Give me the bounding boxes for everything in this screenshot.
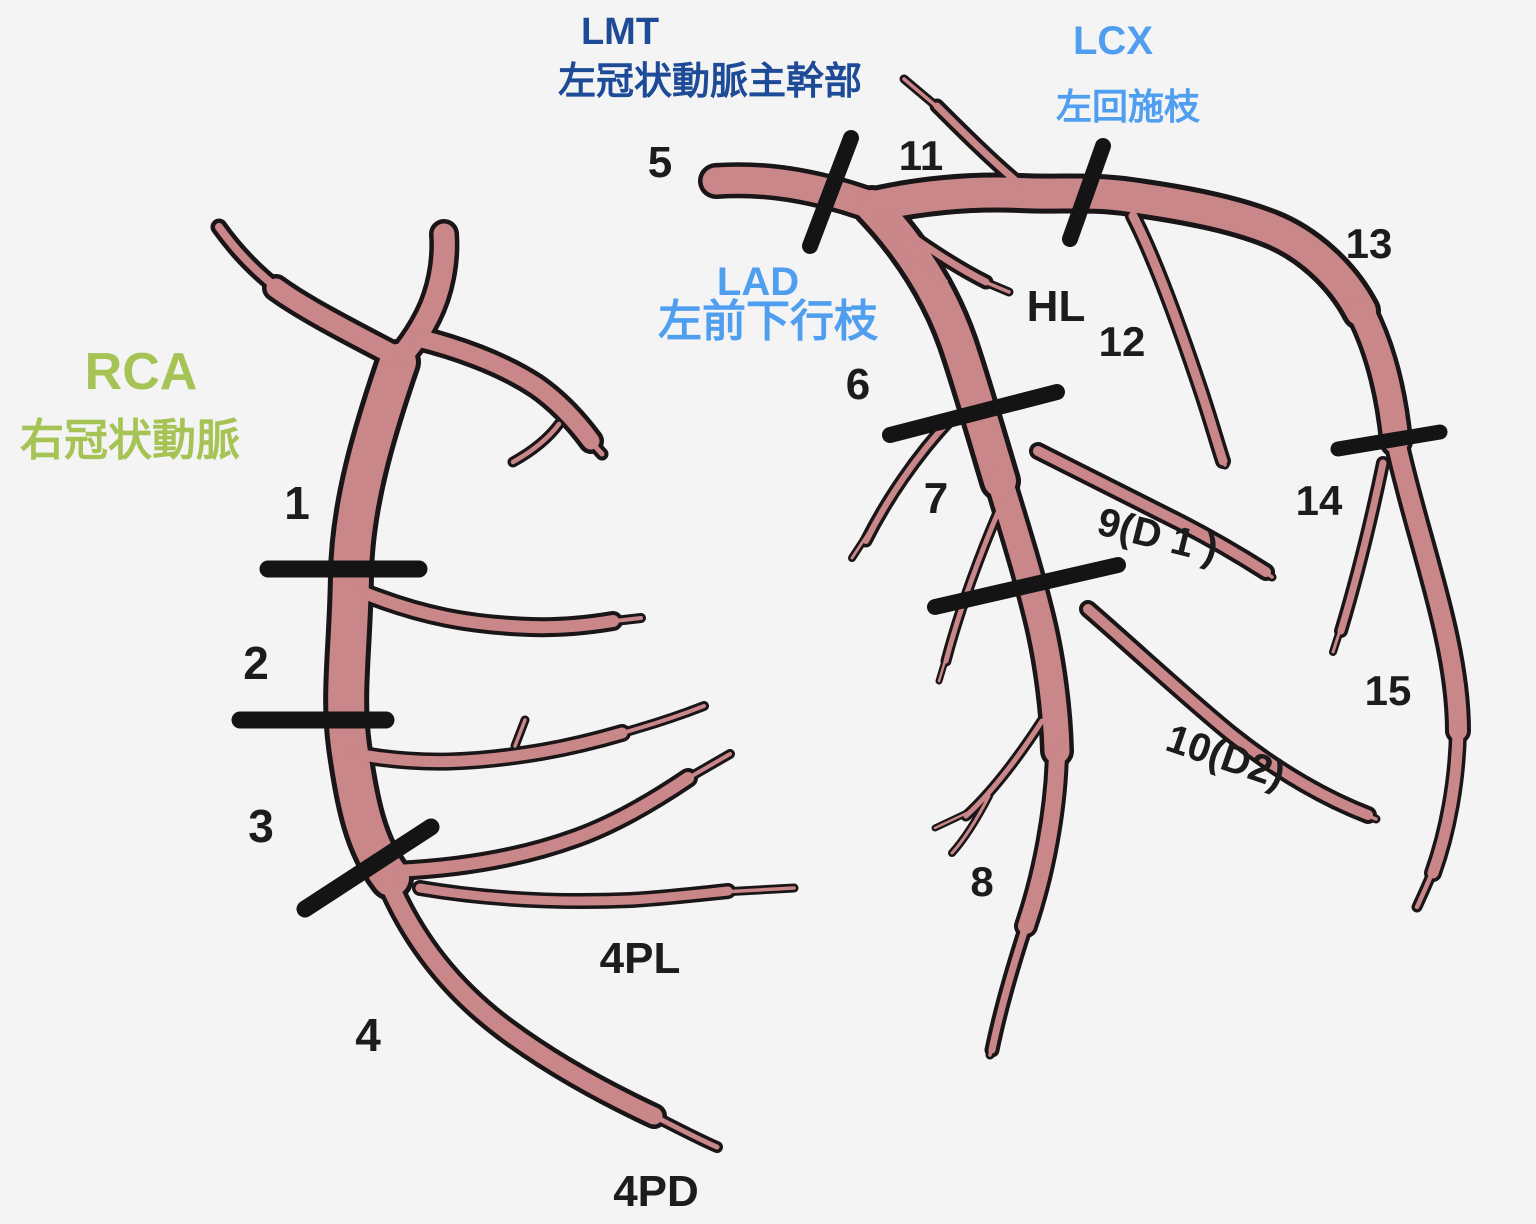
rca-sa-branch-fill <box>409 329 600 450</box>
pl14-prong-tip-fill <box>1331 619 1345 654</box>
lad-abbr-label: LAD <box>717 260 799 304</box>
lmt-abbr-label: LMT <box>581 11 659 53</box>
segment-7-label: 7 <box>924 474 948 523</box>
septal2-tip-fill <box>937 649 950 683</box>
segment-4-label: 4 <box>355 1009 381 1061</box>
segment-4pd-label: 4PD <box>613 1167 699 1216</box>
septal1-tip-fill <box>850 530 871 560</box>
d1-branch-tip-fill <box>1252 563 1274 579</box>
vessel-fills <box>215 77 1467 1150</box>
segment-14-label: 14 <box>1296 477 1343 524</box>
rca-4pl-lower-fill <box>415 883 733 906</box>
septal3-tip-fill <box>933 809 973 830</box>
segment-6-label: 6 <box>846 360 870 409</box>
hl-label: HL <box>1027 282 1086 331</box>
lad-apex-fill <box>988 922 1030 1054</box>
marker-seg14 <box>1330 424 1448 457</box>
lcx-abbr-label: LCX <box>1073 19 1153 63</box>
marker-seg6-7 <box>882 384 1065 443</box>
segment-4pl-label: 4PL <box>600 934 681 983</box>
rca-rv-branch-tip-fill <box>604 616 643 624</box>
lcx-mid-fill <box>1348 298 1409 454</box>
septal2-fill <box>943 498 1006 664</box>
lcx-distal-fill <box>1387 432 1467 740</box>
rca-4pl-lower-tip-fill <box>720 886 796 894</box>
rca-4pl-upper-fill <box>390 772 694 877</box>
lad-distal-fill <box>1018 743 1065 934</box>
om12-branch-fill <box>1128 211 1228 466</box>
d2-branch-tip-fill <box>1354 809 1378 821</box>
d1-branch-fill <box>1033 446 1271 577</box>
septal3-fork-fill <box>950 794 991 855</box>
lcx-terminal-fill <box>1427 725 1464 879</box>
marker-seg5 <box>802 130 859 254</box>
segment-11-label: 11 <box>899 132 943 179</box>
segment-markers <box>231 130 1448 918</box>
lcx-atrial-spike-fill <box>933 102 1026 190</box>
marker-seg3 <box>296 818 440 918</box>
segment-15-label: 15 <box>1365 667 1412 714</box>
rca-am-branch-tip-fill <box>613 704 706 737</box>
marker-seg7-8 <box>927 557 1126 615</box>
lad-proximal-fill <box>856 190 1016 497</box>
segment-3-label: 3 <box>248 800 274 852</box>
rca-jp-label: 右冠状動脈 <box>20 416 240 465</box>
lcx-terminal-tip-fill <box>1414 858 1440 910</box>
rca-sa-branch-fork-fill <box>510 421 562 465</box>
rca-am-spike-fill <box>513 718 527 748</box>
segment-1-label: 1 <box>284 477 310 529</box>
pl14-prong-fill <box>1337 459 1387 635</box>
rca-am-branch-fill <box>346 727 628 768</box>
rca-conus-branch-fill <box>266 278 402 364</box>
rca-4pl-upper-tip-fill <box>676 752 732 786</box>
segment-13-label: 13 <box>1346 220 1393 267</box>
rca-trunk-fill <box>328 344 416 896</box>
rca-abbr-label: RCA <box>85 343 198 401</box>
marker-seg11 <box>1062 138 1111 247</box>
segment-2-label: 2 <box>243 637 269 689</box>
lmt-fill <box>702 166 888 220</box>
hl-second-sliver-fill <box>877 227 948 283</box>
lcx-atrial-spike-tip-fill <box>902 77 944 113</box>
segment-8-label: 8 <box>970 858 993 905</box>
rca-sa-branch-tip-fill <box>580 430 605 457</box>
rca-4pd-tip-fill <box>641 1108 720 1150</box>
rca-rv-branch-fill <box>356 586 619 634</box>
lcx-proximal-fill <box>860 177 1376 326</box>
hl-branch-tip-fill <box>976 277 1011 294</box>
d2-branch-fill <box>1083 604 1373 820</box>
lmt-jp-label: 左冠状動脈主幹部 <box>558 60 862 103</box>
hl-branch-fill <box>877 210 990 286</box>
lcx-jp-label: 左回施枝 <box>1056 86 1201 127</box>
segment-5-label: 5 <box>648 138 672 187</box>
septal3-fill <box>963 718 1045 819</box>
lad-mid-fill <box>987 468 1070 764</box>
labels: LMT 左冠状動脈主幹部 LCX 左回施枝 LAD 左前下行枝 RCA 右冠状動… <box>20 11 1411 1216</box>
rca-4pd-fill <box>377 867 663 1125</box>
om12-branch-tip-fill <box>1215 439 1227 467</box>
segment-12-label: 12 <box>1099 318 1146 365</box>
lad-jp-label: 左前下行枝 <box>658 297 879 346</box>
lad-apex-tip-fill <box>988 1040 994 1057</box>
septal1-fill <box>863 416 954 544</box>
